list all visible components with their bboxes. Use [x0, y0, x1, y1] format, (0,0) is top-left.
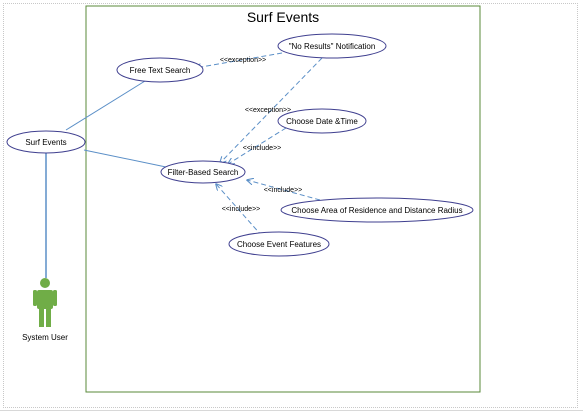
label-include-3: <<include>> — [222, 206, 261, 213]
use-case-label: "No Results" Notification — [289, 42, 376, 51]
dependency-no-results-filter[interactable] — [220, 57, 323, 163]
system-boundary[interactable] — [85, 5, 481, 393]
person-icon — [33, 278, 57, 327]
use-case-choose-event-features[interactable]: Choose Event Features — [228, 231, 330, 257]
system-title: Surf Events — [247, 9, 319, 25]
use-case-label: Filter-Based Search — [168, 168, 239, 177]
use-case-free-text-search[interactable]: Free Text Search — [116, 57, 204, 83]
actor-system-user[interactable]: System User — [22, 278, 68, 342]
page-border — [3, 3, 578, 408]
association-surf-free-text[interactable] — [65, 80, 146, 131]
label-exception-1: <<exception>> — [220, 57, 266, 64]
label-include-2: <<include>> — [264, 187, 303, 194]
use-case-choose-area[interactable]: Choose Area of Residence and Distance Ra… — [280, 197, 474, 223]
association-surf-filter[interactable] — [83, 149, 167, 168]
actor-label: System User — [22, 333, 68, 342]
dependency-no-results-free-text[interactable] — [195, 52, 283, 68]
use-case-surf-events[interactable]: Surf Events — [6, 130, 86, 154]
use-case-no-results-notification[interactable]: "No Results" Notification — [277, 33, 387, 59]
bottom-rule — [0, 410, 583, 411]
label-include-1: <<include>> — [243, 145, 282, 152]
use-case-label: Choose Date &Time — [286, 117, 358, 126]
use-case-label: Choose Event Features — [237, 240, 321, 249]
use-case-filter-based-search[interactable]: Filter-Based Search — [160, 160, 246, 184]
use-case-label: Free Text Search — [130, 66, 191, 75]
use-case-label: Surf Events — [25, 138, 66, 147]
dependency-filter-date-time[interactable] — [228, 127, 287, 164]
dependency-filter-event-features[interactable] — [216, 184, 263, 237]
use-case-label: Choose Area of Residence and Distance Ra… — [291, 206, 462, 215]
use-case-choose-date-time[interactable]: Choose Date &Time — [277, 108, 367, 134]
dependency-filter-area[interactable] — [247, 180, 321, 201]
label-exception-2: <<exception>> — [245, 107, 291, 114]
